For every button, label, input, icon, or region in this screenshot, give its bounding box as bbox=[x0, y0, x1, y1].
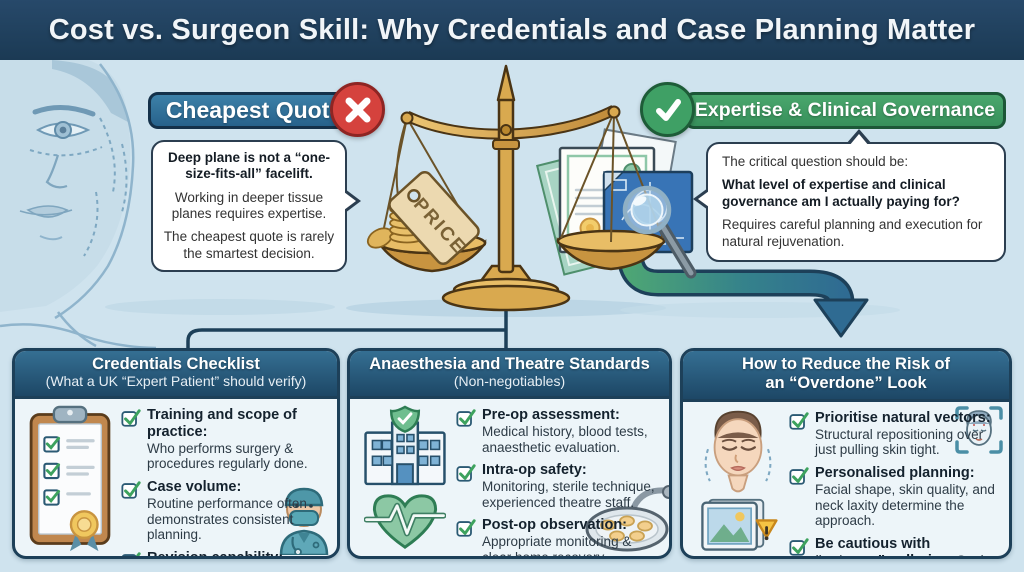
face-scan-icon bbox=[955, 406, 1003, 454]
panel-credentials-checklist: Credentials Checklist (What a UK “Expert… bbox=[12, 348, 340, 559]
face-diagram-icon bbox=[704, 410, 772, 493]
balance-scale-illustration: PRICE bbox=[105, 64, 900, 348]
bubble-text: The critical question should be: bbox=[722, 153, 909, 169]
cheapest-quote-bubble: Deep plane is not a “one-size-fits-all” … bbox=[151, 140, 361, 272]
check-icon bbox=[640, 82, 695, 137]
bottom-panels: Credentials Checklist (What a UK “Expert… bbox=[0, 348, 1024, 560]
panel-header: How to Reduce the Risk of an “Overdone” … bbox=[683, 351, 1009, 402]
flow-arrow bbox=[616, 251, 869, 338]
bubble-text: What level of expertise and clinical gov… bbox=[722, 177, 960, 209]
bubble-text: Working in deeper tissue planes requires… bbox=[171, 189, 327, 221]
panel-header: Credentials Checklist (What a UK “Expert… bbox=[15, 351, 337, 400]
clipboard-checklist-icon bbox=[29, 405, 111, 552]
main-illustration-area: PRICE bbox=[0, 60, 1024, 348]
checkbox-check-icon bbox=[121, 480, 141, 505]
panel-title: Anaesthesia and Theatre Standards bbox=[369, 355, 650, 373]
photo-gallery-warning-icon bbox=[701, 498, 778, 551]
expertise-bubble: The critical question should be: What le… bbox=[693, 129, 1006, 262]
panel-header: Anaesthesia and Theatre Standards (Non-n… bbox=[350, 351, 669, 400]
checkbox-check-icon bbox=[456, 518, 476, 543]
magnifier-icon bbox=[622, 185, 697, 279]
panel-title-line2: an “Overdone” Look bbox=[765, 374, 927, 393]
connector-lines bbox=[186, 308, 508, 348]
bubble-text: The cheapest quote is rarely the smartes… bbox=[163, 229, 335, 261]
panel-subtitle: (Non-negotiables) bbox=[453, 373, 566, 390]
checkbox-check-icon bbox=[789, 537, 809, 556]
panel-title: Credentials Checklist bbox=[92, 355, 260, 373]
checkbox-check-icon bbox=[121, 551, 141, 556]
cheapest-quote-header: Cheapest Quote bbox=[148, 92, 360, 129]
bubble-text: Deep plane is not a “one-size-fits-all” … bbox=[167, 149, 331, 182]
checkbox-check-icon bbox=[789, 411, 809, 436]
checkbox-check-icon bbox=[456, 463, 476, 488]
bubble-text: Requires careful planning and execution … bbox=[722, 217, 983, 249]
panel-overdone-look: How to Reduce the Risk of an “Overdone” … bbox=[680, 348, 1012, 559]
hospital-icon bbox=[364, 405, 446, 486]
checklist-item: Case volume:Routine performance often de… bbox=[121, 479, 331, 543]
checkbox-check-icon bbox=[789, 466, 809, 491]
panel-anaesthesia-standards: Anaesthesia and Theatre Standards (Non-n… bbox=[347, 348, 672, 559]
checklist-item: Be cautious with “extreme” galleries: Se… bbox=[789, 536, 1003, 556]
checklist-item: Post-op observation:Appropriate monitori… bbox=[456, 517, 663, 556]
cheapest-quote-label: Cheapest Quote bbox=[165, 97, 343, 123]
panel-title: How to Reduce the Risk of bbox=[741, 355, 951, 373]
checklist-item: Revision capability:Ability to manage un… bbox=[121, 550, 331, 556]
title-bar: Cost vs. Surgeon Skill: Why Credentials … bbox=[0, 0, 1024, 60]
checklist-item: Intra-op safety:Monitoring, sterile tech… bbox=[456, 462, 663, 510]
heart-ecg-icon bbox=[364, 494, 446, 550]
checkbox-check-icon bbox=[121, 408, 141, 433]
page-title: Cost vs. Surgeon Skill: Why Credentials … bbox=[48, 13, 976, 46]
checkbox-check-icon bbox=[456, 408, 476, 433]
checklist-item: Pre-op assessment:Medical history, blood… bbox=[456, 407, 663, 455]
face-watermark-illustration bbox=[0, 60, 157, 348]
surgical-lamp-icon bbox=[585, 485, 669, 552]
surgeon-icon bbox=[279, 487, 329, 556]
panel-subtitle: (What a UK “Expert Patient” should verif… bbox=[45, 373, 307, 390]
checklist-item: Training and scope of practice:Who perfo… bbox=[121, 407, 331, 472]
checklist-item: Prioritise natural vectors:Structural re… bbox=[789, 410, 1003, 458]
expertise-label: Expertise & Clinical Governance bbox=[694, 99, 996, 121]
checklist-item: Personalised planning:Facial shape, skin… bbox=[789, 465, 1003, 529]
cross-icon bbox=[330, 82, 385, 137]
expertise-header: Expertise & Clinical Governance bbox=[684, 92, 1006, 129]
